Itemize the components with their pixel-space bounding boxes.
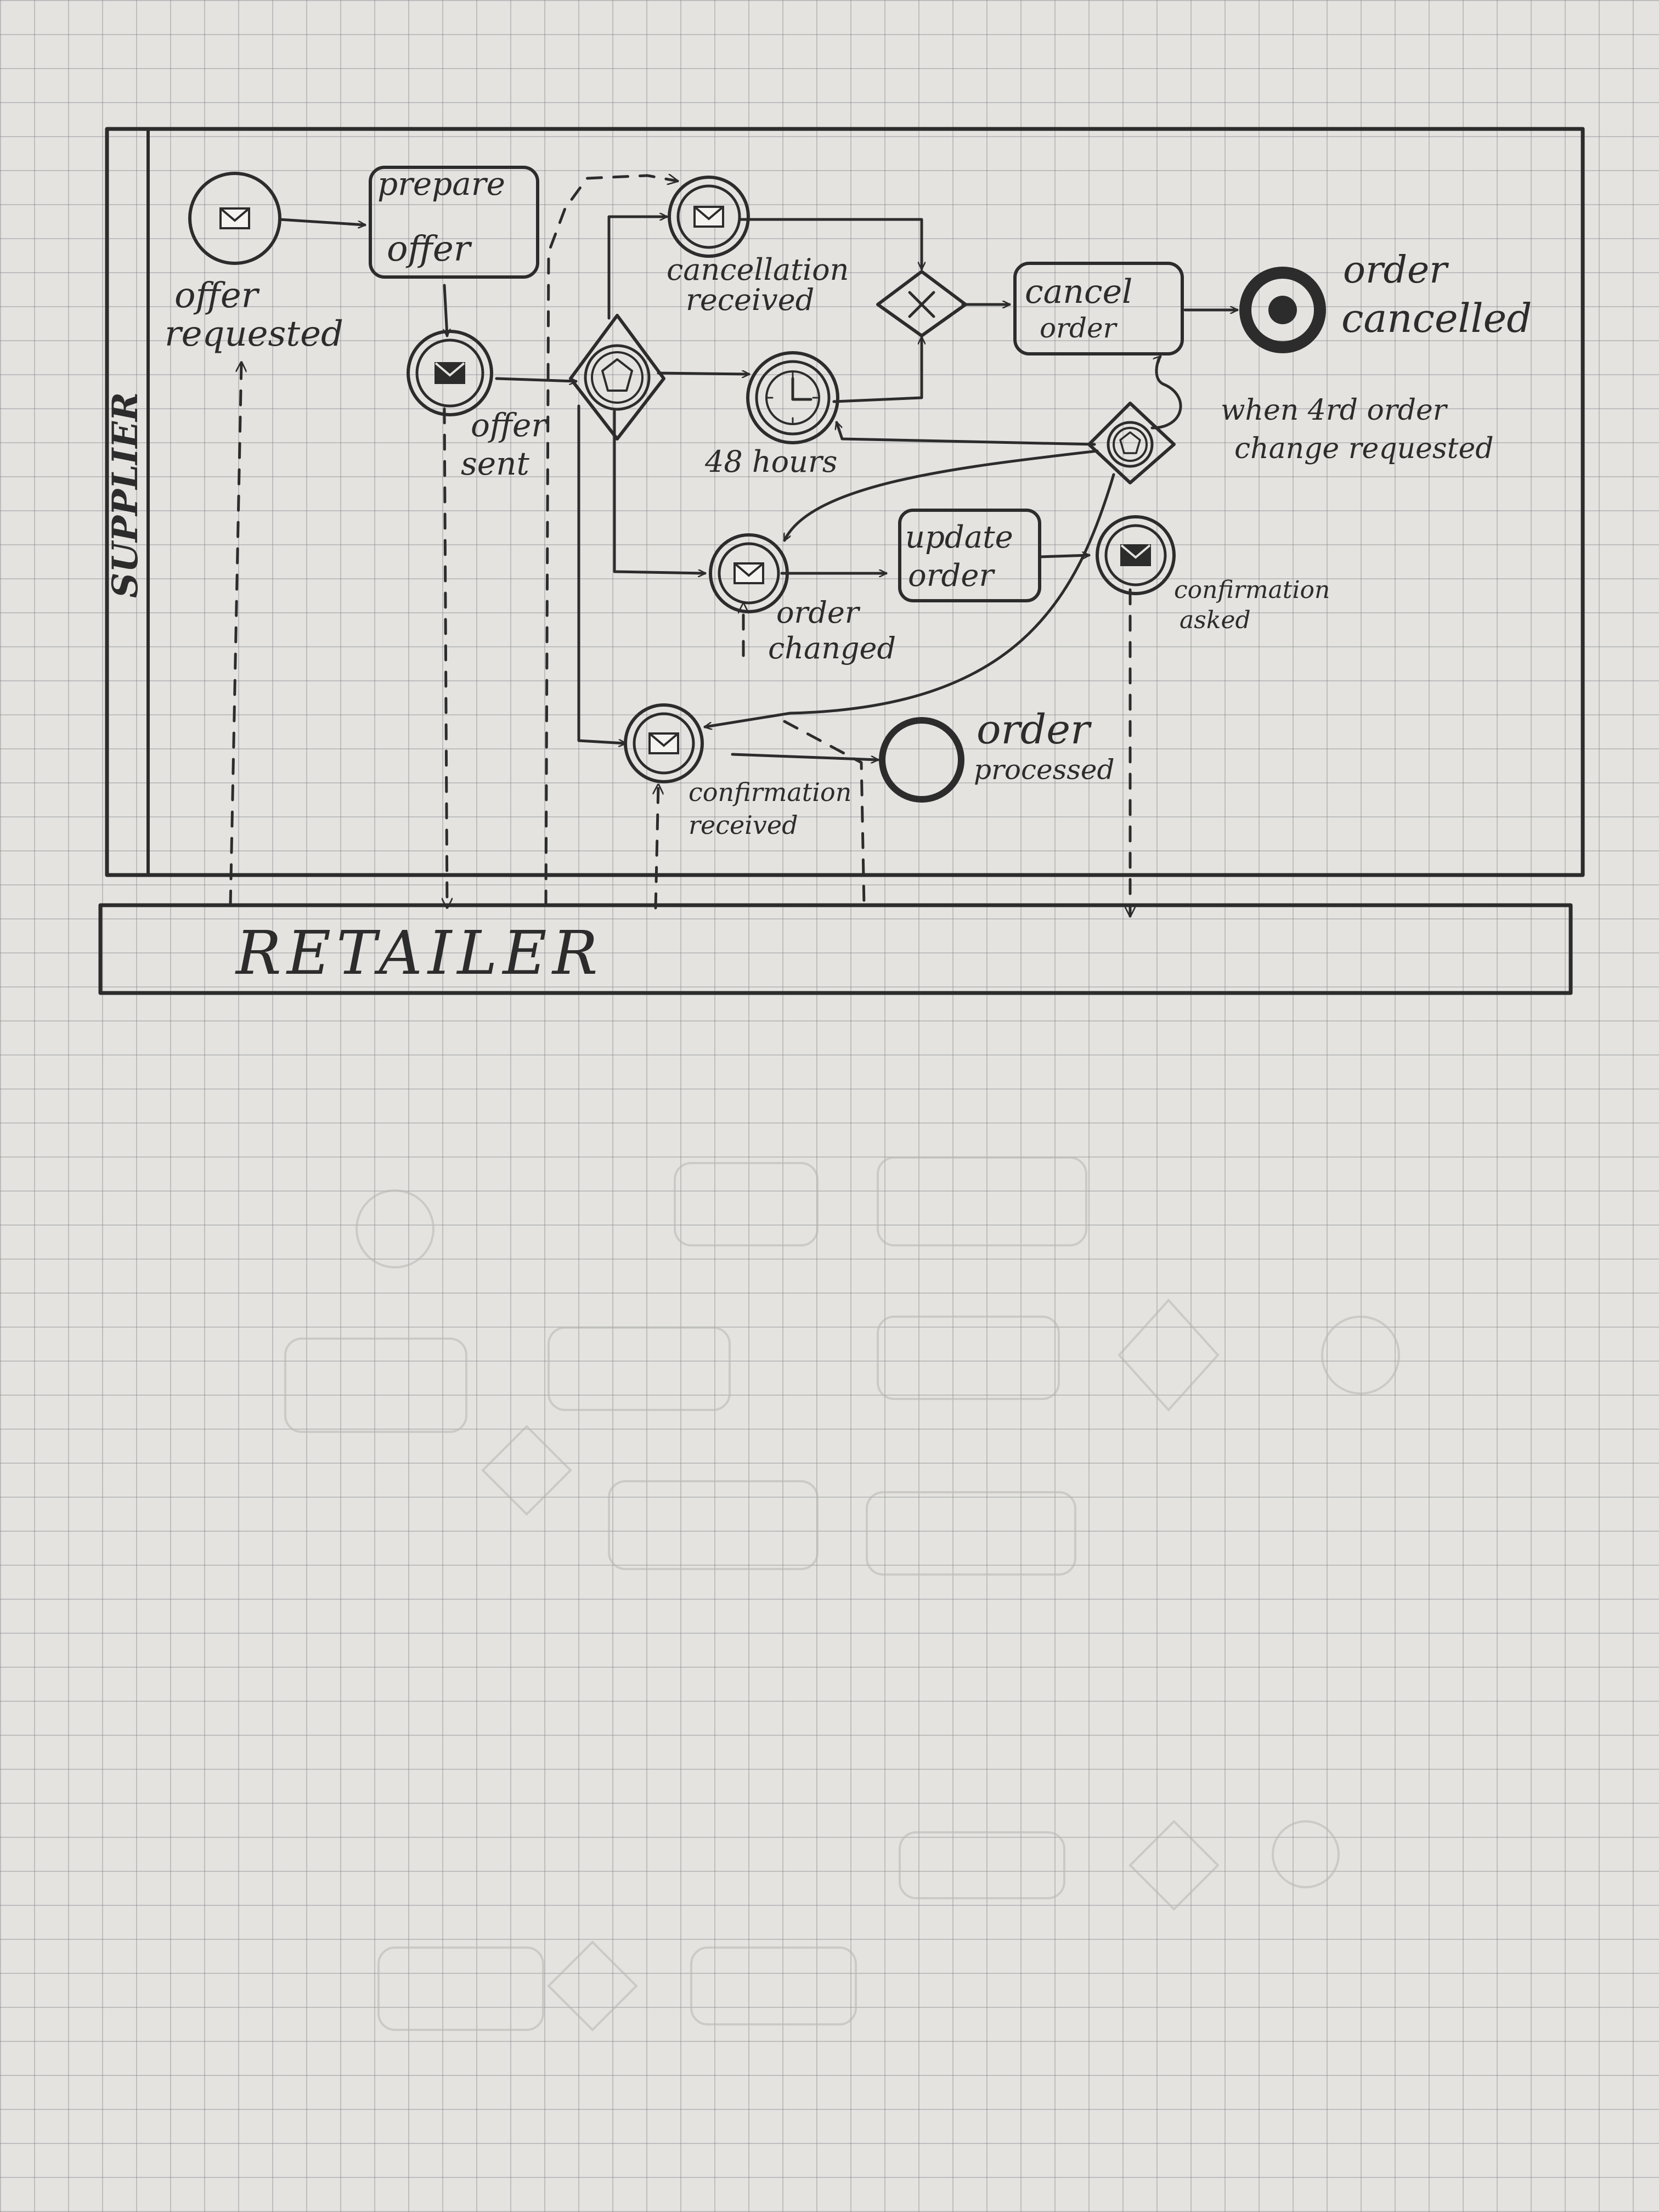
end-event-order-cancelled[interactable] [1239, 267, 1326, 353]
event-label-offer-requested-1: offer [174, 275, 260, 316]
envelope-icon [693, 206, 724, 228]
pentagon-icon [1119, 431, 1141, 454]
supplier-pool-label: SUPPLIER [105, 392, 146, 598]
retailer-pool-label: RETAILER [235, 918, 603, 988]
event-label-order-cancelled-2: cancelled [1341, 295, 1532, 341]
event-label-offer-sent-1: offer [471, 407, 548, 444]
event-label-order-processed-2: processed [974, 754, 1115, 786]
event-label-confirmation-asked-1: confirmation [1174, 576, 1330, 604]
event-label-order-processed-1: order [977, 706, 1092, 753]
event-based-gateway-changes[interactable] [1087, 402, 1176, 484]
end-event-order-processed[interactable] [879, 717, 964, 803]
annotation-fourth-change-2: change requested [1234, 432, 1494, 465]
event-cancellation-received[interactable] [668, 176, 750, 258]
event-label-offer-sent-2: sent [461, 445, 529, 482]
task-label-line1: cancel [1025, 273, 1132, 311]
task-update-order[interactable]: update order [898, 509, 1041, 602]
annotation-fourth-change-1: when 4rd order [1221, 394, 1448, 427]
task-cancel-order[interactable]: cancel order [1013, 262, 1184, 356]
sequence-flows [278, 217, 1239, 760]
task-label-line2: order [1040, 312, 1118, 344]
envelope-icon [435, 362, 465, 384]
paper-show-through [284, 1156, 1400, 2032]
event-label-cancellation-2: received [686, 283, 814, 317]
event-label-offer-requested-2: requested [165, 314, 343, 354]
event-label-confirmation-received-2: received [689, 810, 798, 840]
task-label-line2: order [908, 558, 995, 594]
event-label-order-changed-2: changed [768, 631, 896, 665]
x-icon [908, 291, 935, 318]
pentagon-icon [601, 358, 633, 392]
timer-event-48-hours[interactable] [746, 351, 839, 444]
event-offer-sent[interactable] [407, 330, 493, 416]
event-label-cancellation-1: cancellation [667, 252, 849, 287]
envelope-icon [1120, 544, 1151, 566]
event-label-order-cancelled-1: order [1343, 249, 1449, 292]
envelope-icon [219, 207, 250, 229]
event-label-confirmation-received-1: confirmation [689, 777, 851, 807]
event-order-changed[interactable] [709, 533, 789, 613]
envelope-icon [648, 732, 679, 754]
filled-circle-icon [1268, 296, 1297, 324]
event-label-confirmation-asked-2: asked [1180, 606, 1251, 634]
envelope-icon [733, 562, 764, 584]
task-prepare-offer[interactable]: prepare offer [369, 165, 539, 279]
event-based-gateway[interactable] [569, 314, 665, 441]
event-label-48-hours: 48 hours [704, 444, 837, 479]
task-label-line1: prepare [377, 165, 505, 202]
clock-icon [765, 370, 820, 425]
event-label-order-changed-1: order [776, 595, 861, 630]
task-label-line1: update [905, 520, 1013, 555]
start-event-offer-requested[interactable] [188, 172, 281, 265]
supplier-pool [105, 127, 1585, 877]
event-confirmation-received[interactable] [624, 703, 704, 783]
exclusive-gateway-merge[interactable] [876, 270, 967, 337]
task-label-line2: offer [387, 229, 472, 269]
retailer-pool [98, 903, 1573, 995]
event-confirmation-asked[interactable] [1096, 515, 1176, 595]
message-flows [229, 176, 1130, 918]
